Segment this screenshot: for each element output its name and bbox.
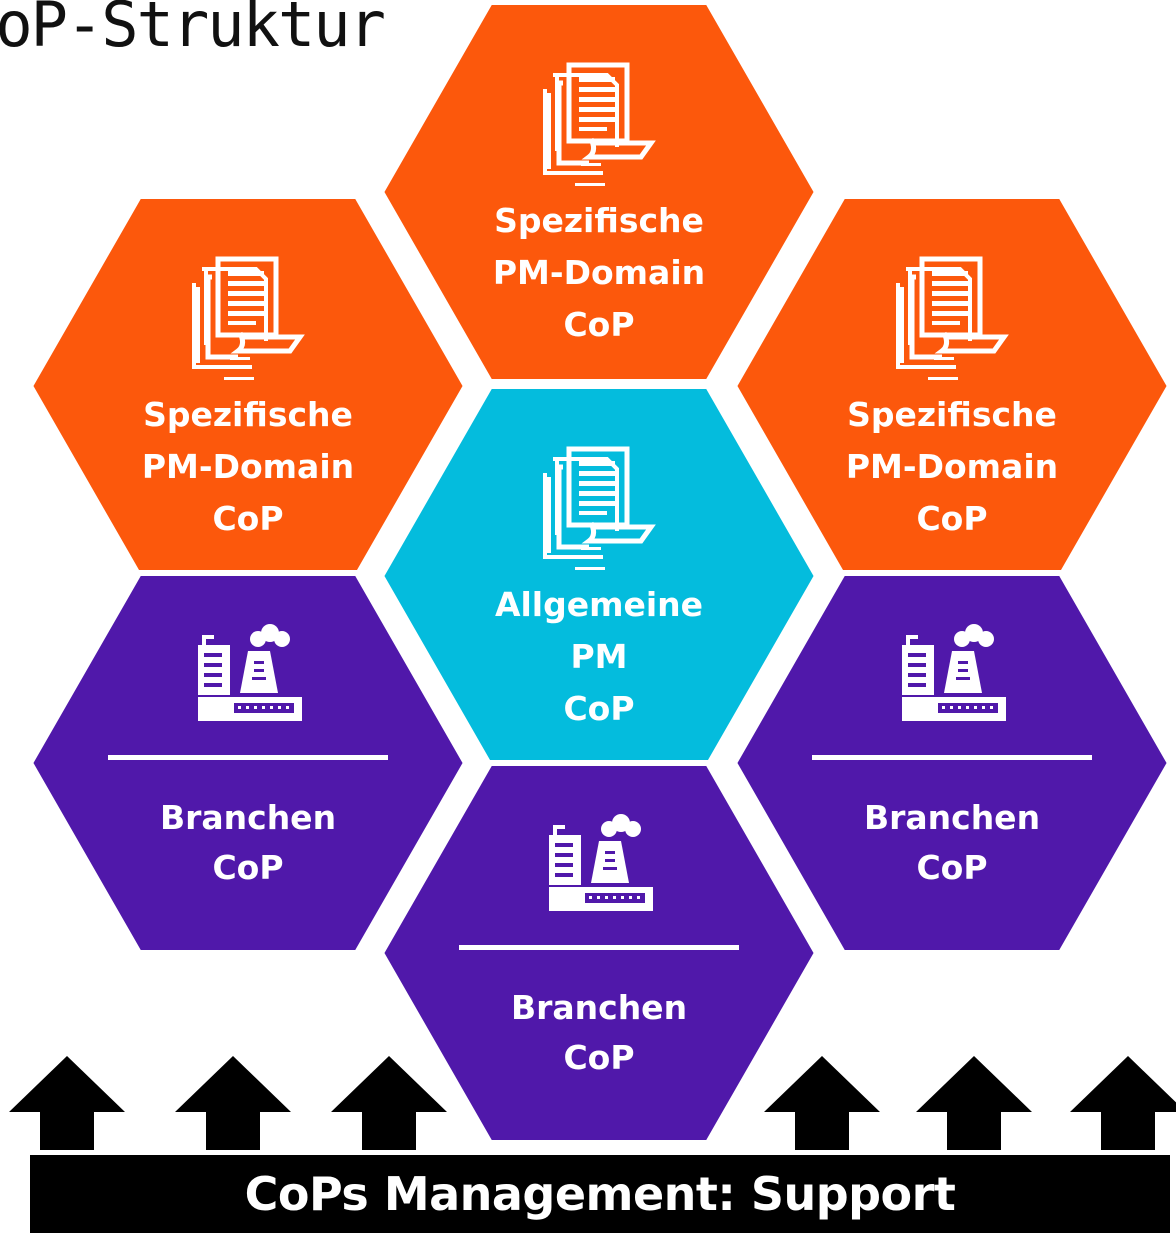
hexagon-label-line: PM xyxy=(570,637,627,676)
divider-line xyxy=(459,945,739,950)
hexagon-label-line: Allgemeine xyxy=(495,585,703,624)
hexagon-label-line: CoP xyxy=(212,848,283,887)
up-arrow-icon xyxy=(331,1056,447,1150)
divider-line xyxy=(812,755,1092,760)
hexagon-label-line: CoP xyxy=(563,1038,634,1077)
hexagon-label-line: Branchen xyxy=(511,988,687,1027)
page-title: CoP-Struktur xyxy=(0,0,386,61)
up-arrow-icon xyxy=(1070,1056,1176,1150)
divider-line xyxy=(108,755,388,760)
hexagon-label-line: CoP xyxy=(916,848,987,887)
hexagon-label-line: CoP xyxy=(916,499,987,538)
up-arrow-icon xyxy=(916,1056,1032,1150)
up-arrow-icon xyxy=(764,1056,880,1150)
hexagon-shape xyxy=(730,570,1174,956)
hexagon-label-line: CoP xyxy=(212,499,283,538)
hexagon-shape xyxy=(377,0,821,385)
hexagon-shape xyxy=(26,570,470,956)
hexagon-label-line: Spezifische xyxy=(494,201,704,240)
up-arrow-icon xyxy=(9,1056,125,1150)
hexagon-label-line: Spezifische xyxy=(847,395,1057,434)
up-arrow-icon xyxy=(175,1056,291,1150)
hexagon-shape xyxy=(377,760,821,1146)
hexagon-label-line: CoP xyxy=(563,689,634,728)
hexagon-label-line: PM-Domain xyxy=(142,447,354,486)
hexagon-label-line: Branchen xyxy=(160,798,336,837)
hexagon-label-line: CoP xyxy=(563,305,634,344)
support-bar: CoPs Management: Support xyxy=(30,1155,1170,1233)
hexagon-label-line: PM-Domain xyxy=(846,447,1058,486)
hexagon-label-line: Branchen xyxy=(864,798,1040,837)
hexagon-label-line: Spezifische xyxy=(143,395,353,434)
hexagon-label-line: PM-Domain xyxy=(493,253,705,292)
